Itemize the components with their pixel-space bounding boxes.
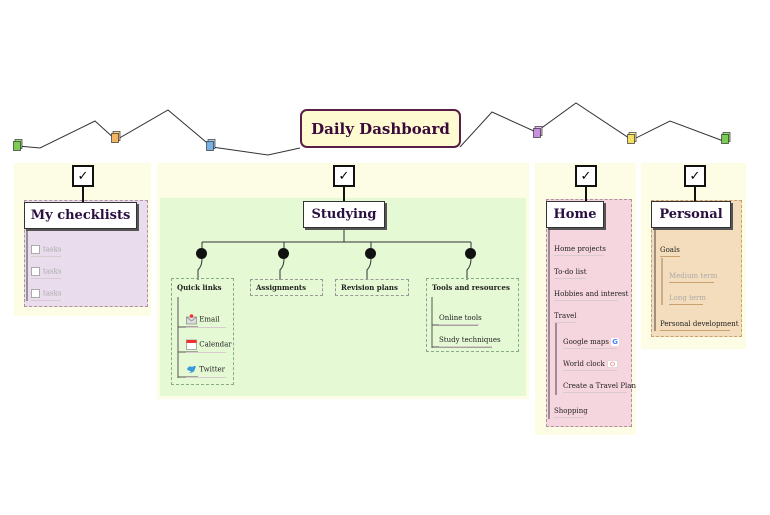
world-clock-label: World clock	[563, 360, 605, 368]
note-purple-icon	[533, 126, 543, 138]
online-tools-node[interactable]: Online tools	[439, 314, 482, 325]
home-item[interactable]: Travel	[554, 312, 577, 323]
note-green-icon	[721, 132, 731, 144]
quick-links-header[interactable]: Quick links	[177, 283, 222, 292]
studying-header[interactable]: Studying	[303, 201, 385, 228]
studying-checkbox[interactable]: ✓	[333, 165, 355, 187]
checklists-checkbox[interactable]: ✓	[72, 165, 94, 187]
task-checkbox[interactable]	[31, 245, 40, 254]
revision-plans-node[interactable]: Revision plans	[335, 279, 409, 296]
branch-node	[196, 248, 207, 259]
mail-icon	[186, 314, 197, 325]
bird-icon	[187, 366, 196, 373]
checklists-header[interactable]: My checklists	[24, 202, 137, 229]
personal-checkbox[interactable]: ✓	[684, 165, 706, 187]
branch-node	[465, 248, 476, 259]
dashboard-title: Daily Dashboard	[300, 109, 461, 148]
home-item[interactable]: Home projects	[554, 245, 606, 256]
email-link[interactable]: Email	[186, 314, 226, 328]
calendar-link[interactable]: Calendar	[186, 339, 232, 353]
tools-header[interactable]: Tools and resources	[432, 283, 510, 292]
task-item[interactable]: tasks	[31, 289, 61, 301]
goal-item[interactable]: Medium term	[669, 272, 717, 283]
task-label: tasks	[43, 289, 62, 298]
personal-header[interactable]: Personal	[651, 201, 731, 228]
tools-panel	[426, 278, 519, 352]
studying-panel	[160, 198, 526, 396]
branch-node	[365, 248, 376, 259]
twitter-link[interactable]: Twitter	[186, 364, 226, 378]
note-yellow-icon	[627, 132, 637, 144]
google-maps-label: Google maps	[563, 338, 609, 346]
task-label: tasks	[43, 245, 62, 254]
note-green-icon	[13, 139, 23, 151]
task-label: tasks	[43, 267, 62, 276]
study-techniques-node[interactable]: Study techniques	[439, 336, 501, 347]
google-icon: G	[611, 338, 619, 346]
home-header[interactable]: Home	[546, 201, 604, 228]
travel-item[interactable]: World clock	[563, 360, 618, 371]
assignments-node[interactable]: Assignments	[250, 279, 323, 296]
home-item[interactable]: To-do list	[554, 268, 587, 279]
home-item[interactable]: Shopping	[554, 407, 588, 418]
goals-node[interactable]: Goals	[660, 246, 680, 257]
note-blue-icon	[206, 139, 216, 151]
task-checkbox[interactable]	[31, 289, 40, 298]
calendar-icon	[186, 339, 197, 350]
task-checkbox[interactable]	[31, 267, 40, 276]
clock-icon	[607, 360, 618, 368]
home-item[interactable]: Hobbies and interest	[554, 290, 628, 301]
note-orange-icon	[111, 131, 121, 143]
email-label: Email	[199, 315, 220, 324]
personal-development-node[interactable]: Personal development	[660, 320, 739, 331]
home-panel	[546, 199, 632, 427]
branch-node	[278, 248, 289, 259]
task-item[interactable]: tasks	[31, 245, 61, 257]
calendar-label: Calendar	[199, 340, 232, 349]
twitter-label: Twitter	[199, 365, 225, 374]
home-checkbox[interactable]: ✓	[575, 165, 597, 187]
quick-links-panel	[171, 278, 234, 385]
goal-item[interactable]: Long term	[669, 294, 706, 305]
travel-item[interactable]: Create a Travel Plan	[563, 382, 636, 393]
task-item[interactable]: tasks	[31, 267, 61, 279]
travel-item[interactable]: Google maps G	[563, 338, 619, 349]
